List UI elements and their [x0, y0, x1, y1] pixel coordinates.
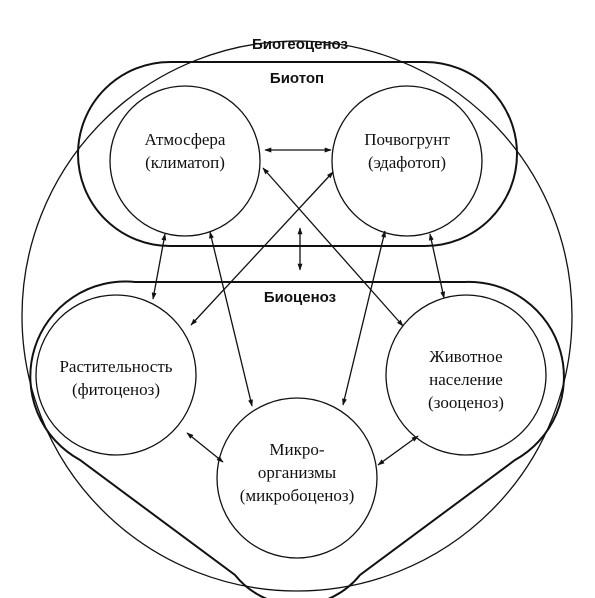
arrow-atmosphere-plants [151, 233, 167, 300]
arrow-soil-plants [190, 171, 334, 326]
arrow-plants-microbes [186, 432, 224, 463]
biocenosis-boundary [29, 280, 565, 598]
atmosphere-circle [109, 85, 261, 237]
biotope-title: Биотоп [270, 70, 324, 87]
biocenosis-title: Биоценоз [264, 289, 336, 306]
microbes-circle [216, 397, 378, 559]
plants-label: Растительность [59, 357, 172, 376]
microbes-label-2: организмы [258, 463, 337, 482]
soil-sublabel: (эдафотоп) [368, 153, 446, 172]
animals-label: Животное [429, 347, 502, 366]
animals-label-2: население [429, 370, 503, 389]
microbes-sublabel: (микробоценоз) [240, 486, 355, 505]
arrow-soil-animals [428, 233, 446, 299]
biogeocenosis-boundary [21, 40, 573, 592]
animals-sublabel: (зооценоз) [428, 393, 504, 412]
atmosphere-label: Атмосфера [145, 130, 226, 149]
soil-circle [331, 85, 483, 237]
animals-circle [385, 294, 547, 456]
soil-label: Почвогрунт [364, 130, 450, 149]
plants-circle [35, 294, 197, 456]
biogeocenosis-title: Биогеоценоз [252, 36, 348, 53]
plants-sublabel: (фитоценоз) [72, 380, 160, 399]
biotope-boundary [77, 61, 518, 247]
arrow-atmosphere-microbes [209, 231, 253, 407]
arrow-soil-microbes [342, 230, 386, 406]
atmosphere-sublabel: (климатоп) [145, 153, 225, 172]
microbes-label: Микро- [269, 440, 324, 459]
arrow-animals-microbes [377, 435, 419, 466]
